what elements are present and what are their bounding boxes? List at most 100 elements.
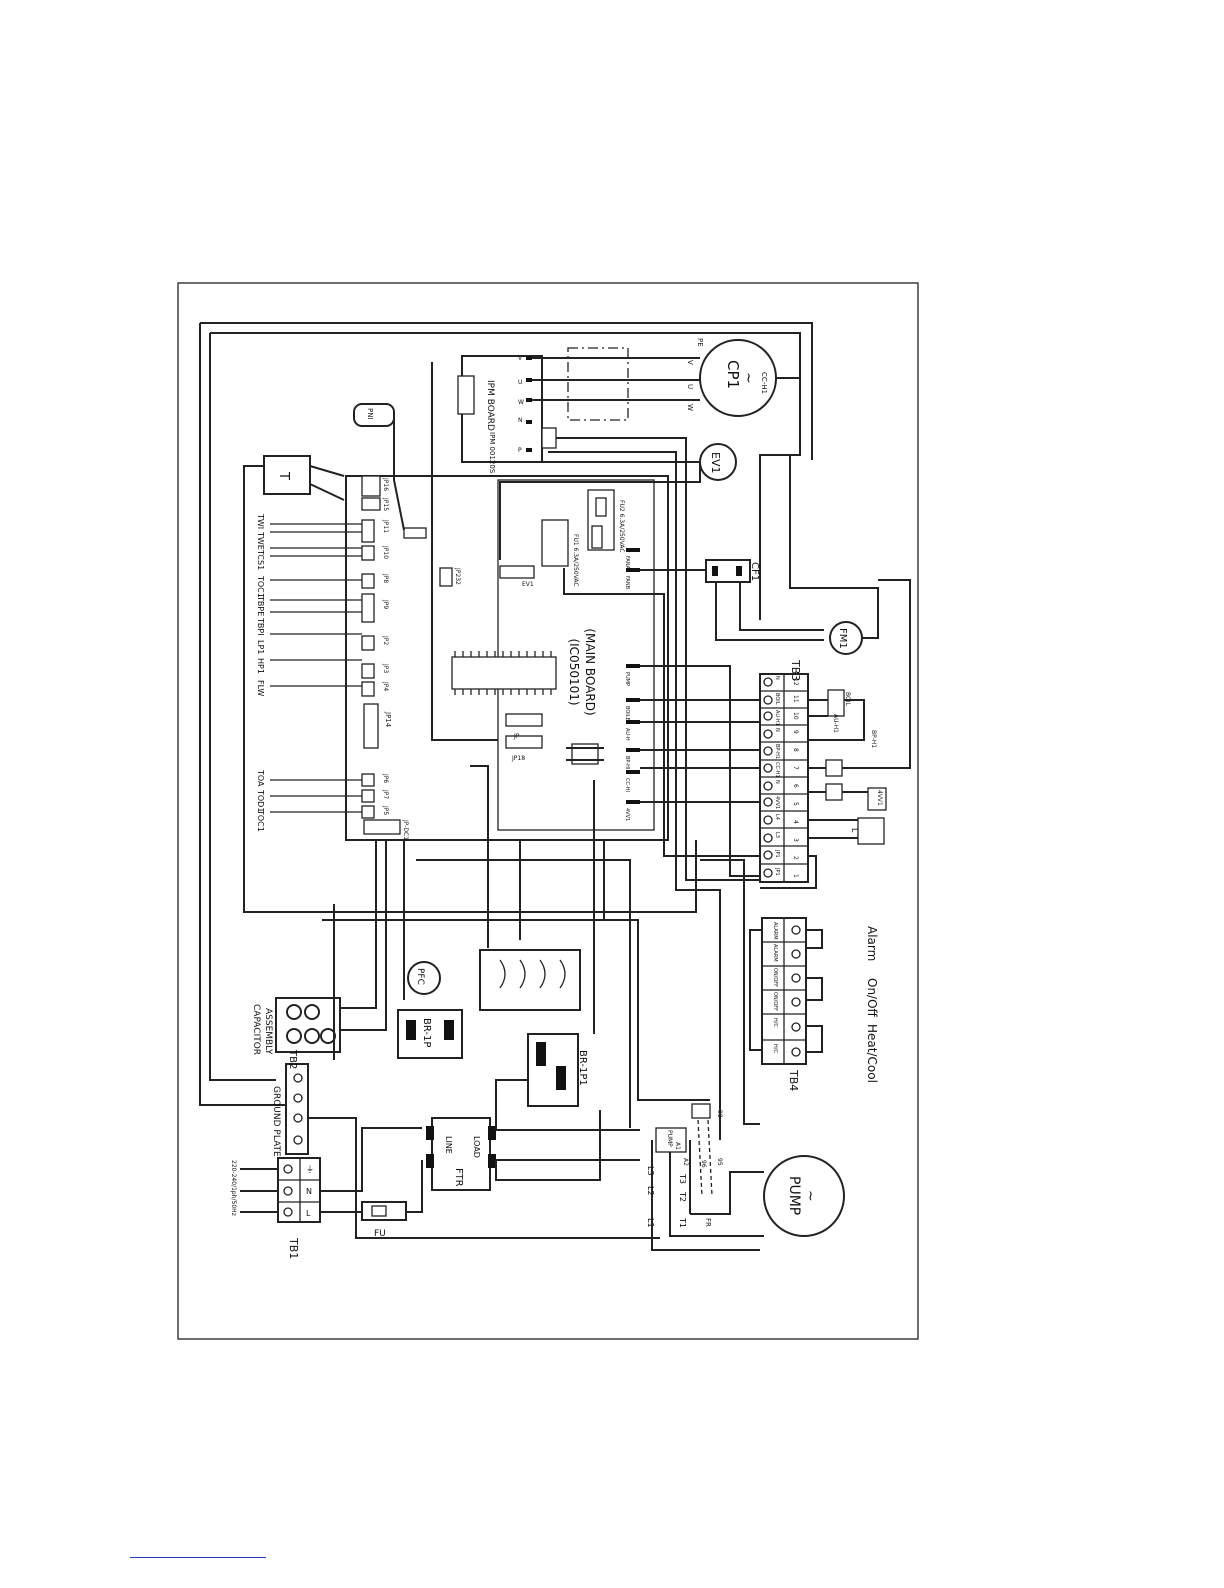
connector-jp5-label: JP5: [382, 805, 389, 815]
transformer-t: [263, 455, 311, 495]
connector-jp14: [363, 703, 379, 749]
power-supply-label: 220-240/1ph/50Hz: [230, 1160, 237, 1216]
sensor-flw: FLW: [256, 680, 265, 696]
4vv1-coil-label: 4VV1: [876, 790, 883, 806]
ipm-board-label: IPM BOARD: [485, 380, 495, 431]
input-fuse-label: FU: [374, 1229, 386, 1239]
input-fuse-element: [371, 1205, 387, 1217]
tb3-num-7: 7: [792, 766, 799, 770]
contactor-t2: T2: [678, 1191, 687, 1202]
tb1-screw-pe: [283, 1164, 293, 1174]
expansion-valve-ev1-label: EV1: [709, 452, 722, 473]
tb4-screw-4: [791, 997, 801, 1007]
pfc-label: PFC: [415, 968, 425, 985]
tb4-label: TB4: [787, 1069, 800, 1091]
tb3-lbl-12: N: [774, 676, 780, 680]
contactor-fr: FR: [704, 1218, 712, 1227]
tb4-loop-wires: [749, 929, 823, 1053]
tb3-screws: [763, 677, 773, 878]
pni-label: PNI: [366, 408, 374, 420]
sensor-tod1: TOD1: [256, 789, 265, 812]
connector-jp18-label: JP18: [511, 755, 525, 762]
choke-l1-leads: [566, 747, 604, 761]
compressor-pe-label: PE: [696, 338, 704, 347]
tb1-terminal-n: N: [306, 1187, 312, 1196]
tb3-screw-11: [763, 695, 773, 705]
connector-jp10: [361, 545, 375, 561]
ground-wire-inner: [210, 332, 801, 620]
ftr-pin-line-l: [426, 1154, 434, 1168]
ipm-pin-w: [526, 398, 532, 402]
compressor-heater-diode: [825, 759, 843, 777]
ftr-load-label: LOAD: [472, 1136, 481, 1158]
ipm-to-board-wire: [431, 362, 498, 741]
connector-jp-dc1: [363, 819, 401, 835]
connector-ev1-label: EV1: [522, 581, 534, 588]
ipm-board-code: IPM 00120S: [488, 432, 496, 474]
connector-jp6-label: JP6: [382, 773, 389, 783]
tb3-lbl-8: BP-H1: [774, 744, 780, 759]
ftr-load-wires: [495, 1079, 640, 1181]
capacitor-dc-wires: [340, 840, 387, 1031]
compressor-phase-wires: [532, 357, 700, 401]
cap-1: [286, 1004, 302, 1020]
compressor-cp1-tilde: ~: [740, 372, 756, 384]
tb3-label: TB3: [789, 659, 802, 681]
sensor-tcs1: TCS1: [256, 549, 265, 570]
connector-jp4: [361, 681, 375, 697]
connector-jp16: [361, 475, 381, 497]
sensor-toc1: TOC1: [256, 575, 265, 598]
cf1-label: CF1: [749, 562, 760, 581]
ipm-terminal-w: W: [518, 399, 524, 406]
tb3-screw-3: [763, 833, 773, 843]
ipm-terminal-v: V: [518, 355, 523, 362]
emi-filter-ftr: [431, 1117, 491, 1191]
tb3-screw-7: [763, 763, 773, 773]
compressor-heater-label: CC-H1: [760, 372, 768, 394]
sensor-lp1: LP1: [256, 640, 265, 654]
fuse-fu2-label: FU2 6.3A/250VAC: [618, 500, 625, 553]
fan-motor-fm1-label: FM1: [837, 628, 848, 649]
tb3-screw-5: [763, 797, 773, 807]
compressor-phase-w: W: [686, 404, 694, 411]
boiler-relay: [827, 689, 845, 717]
tb4-screw-3: [791, 973, 801, 983]
tb3-num-2: 2: [792, 856, 799, 860]
transformer-primary: [243, 465, 697, 913]
output-boiler-pin: [626, 698, 640, 702]
ground-plate-label: GROUND PLATE: [271, 1086, 281, 1157]
tb4-function-heatcool: Heat/Cool: [865, 1024, 879, 1083]
ground-wire-inner-left: [209, 333, 276, 1081]
output-fana-label: FANA: [624, 556, 630, 570]
cap-2: [304, 1004, 320, 1020]
l-coil-label: L: [850, 828, 859, 833]
connector-jp2: [361, 635, 375, 651]
fuse-fu1: [541, 519, 569, 567]
footer-rule: [130, 1557, 266, 1558]
output-pump-label: PUMP: [624, 672, 630, 686]
tb3-lbl-9: N: [774, 728, 780, 732]
sensor-top-wires: [270, 523, 362, 687]
ftr-pin-line-n: [426, 1126, 434, 1140]
connector-jp15-label: JP15: [382, 497, 389, 511]
water-pump-tilde: ~: [802, 1190, 818, 1202]
connector-jp: [505, 713, 543, 727]
tb3-lbl-6: N: [774, 780, 780, 784]
tb3-lbl-1: JP1: [774, 867, 780, 876]
cap-3: [286, 1028, 302, 1044]
fan-motor-ground: [770, 454, 879, 639]
cf1-pin-b: [736, 566, 742, 576]
sensor-twi: TWI: [256, 513, 265, 529]
output-bp-hi-label: BP-HI: [624, 756, 630, 769]
ipm-reactor-terminal: [541, 427, 557, 449]
pni-wire: [393, 412, 405, 531]
connector-jp3: [361, 663, 375, 679]
tb1-terminal-pe: ⏚: [306, 1165, 314, 1174]
contactor-a1: A1: [674, 1142, 681, 1150]
connector-jp18: [505, 735, 543, 749]
connector-jp14-label: JP14: [384, 711, 392, 728]
tb4-lbl-2: H/C: [772, 1018, 778, 1027]
tb2-screw-4: [293, 1135, 303, 1145]
